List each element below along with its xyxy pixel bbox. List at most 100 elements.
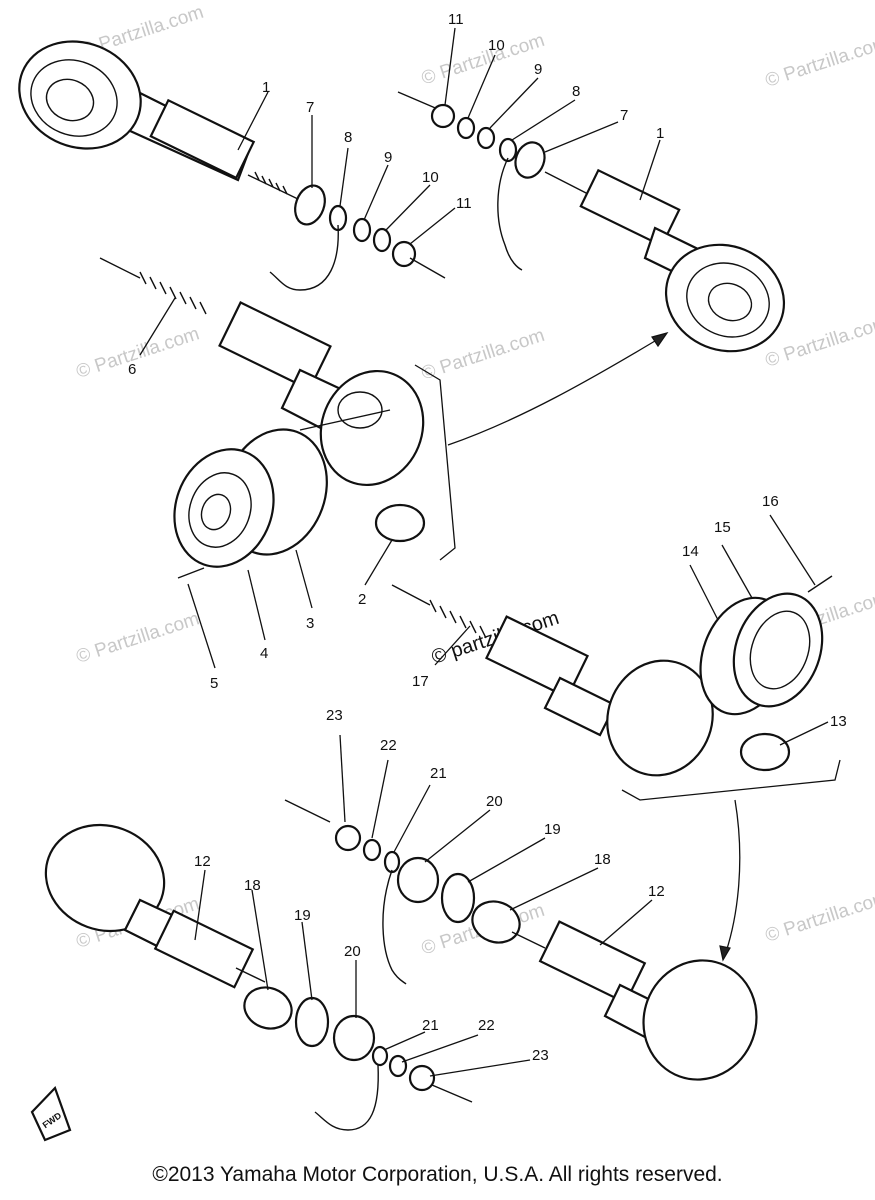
washer-8 bbox=[498, 137, 518, 163]
leader-19-left bbox=[301, 921, 313, 1001]
bulb-socket bbox=[337, 391, 383, 429]
leader-1-right bbox=[639, 139, 661, 201]
leader-21-top bbox=[393, 784, 431, 853]
nut-23 bbox=[334, 824, 362, 852]
grommet-19 bbox=[440, 872, 476, 924]
callout-4: 4 bbox=[260, 645, 268, 662]
leader-10-left bbox=[385, 184, 431, 231]
bulb-2 bbox=[374, 503, 426, 543]
callout-11: 11 bbox=[456, 195, 472, 212]
callout-18: 18 bbox=[244, 877, 261, 894]
group-bracket bbox=[621, 759, 841, 801]
wire-end bbox=[397, 91, 441, 111]
leader-10-right bbox=[467, 54, 496, 119]
callout-19: 19 bbox=[294, 907, 311, 924]
nut-11 bbox=[430, 103, 456, 129]
leader-17 bbox=[434, 625, 471, 666]
washer-22 bbox=[388, 1054, 408, 1078]
callout-13: 13 bbox=[830, 713, 847, 730]
leader-23-top bbox=[339, 734, 346, 823]
threaded-stud bbox=[235, 967, 266, 983]
signal-lens bbox=[686, 262, 770, 338]
leader-8-left bbox=[339, 147, 349, 207]
washer-22 bbox=[362, 838, 382, 862]
top-right-signal-assembly bbox=[397, 91, 786, 353]
screw-5 bbox=[177, 567, 205, 579]
leader-2 bbox=[364, 539, 393, 586]
leader-19-top bbox=[467, 837, 546, 883]
fwd-arrow-shape bbox=[30, 1085, 72, 1142]
lens-pattern bbox=[45, 78, 95, 122]
wire-end bbox=[431, 1084, 473, 1103]
leader-6 bbox=[139, 297, 176, 356]
wire-lead bbox=[497, 157, 523, 271]
callout-7: 7 bbox=[620, 107, 628, 124]
watermark: © Partzilla.com bbox=[419, 30, 547, 90]
leader-9-left bbox=[363, 164, 389, 221]
signal-body bbox=[485, 615, 589, 699]
callout-15: 15 bbox=[714, 519, 731, 536]
signal-housing bbox=[606, 659, 714, 777]
right-middle-signal bbox=[391, 575, 841, 962]
bulb-13 bbox=[739, 732, 791, 772]
lens-4 bbox=[173, 448, 275, 568]
callout-17: 17 bbox=[412, 673, 429, 690]
signal-lens bbox=[30, 59, 118, 137]
callout-9: 9 bbox=[384, 149, 392, 166]
threaded-stud bbox=[544, 171, 591, 196]
callout-8: 8 bbox=[572, 83, 580, 100]
wire-end bbox=[284, 799, 331, 823]
callout-3: 3 bbox=[306, 615, 314, 632]
signal-lens-housing bbox=[664, 243, 786, 353]
washer-10 bbox=[456, 116, 476, 140]
arrow-head bbox=[651, 331, 669, 348]
callout-12: 12 bbox=[194, 853, 211, 870]
lens-pattern bbox=[707, 282, 753, 322]
callout-5: 5 bbox=[210, 675, 218, 692]
leader-11-left bbox=[409, 207, 456, 245]
leader-18-top bbox=[509, 867, 599, 911]
lens-pattern bbox=[749, 610, 811, 690]
wire-end bbox=[99, 257, 141, 279]
callout-8: 8 bbox=[344, 129, 352, 146]
washer-20 bbox=[396, 856, 440, 904]
callout-22: 22 bbox=[380, 737, 397, 754]
leader-12-right bbox=[599, 899, 653, 946]
washer-9 bbox=[352, 217, 372, 243]
callout-14: 14 bbox=[682, 543, 699, 560]
callout-23: 23 bbox=[532, 1047, 549, 1064]
nut-23 bbox=[408, 1064, 436, 1092]
watermark: © Partzilla.com bbox=[74, 323, 202, 383]
leader-9-right bbox=[489, 77, 539, 129]
leader-18-left bbox=[251, 889, 269, 991]
leader-16 bbox=[769, 514, 816, 586]
leader-1-left bbox=[237, 91, 269, 151]
threaded-stud bbox=[247, 174, 301, 201]
wire-lead bbox=[314, 1064, 379, 1131]
spring-6 bbox=[139, 271, 207, 315]
lens-center bbox=[200, 493, 232, 531]
guide-line bbox=[299, 409, 391, 431]
leader-22-top bbox=[371, 759, 389, 839]
leader-4 bbox=[247, 569, 266, 641]
callout-10: 10 bbox=[422, 169, 439, 186]
washer-10 bbox=[372, 227, 392, 253]
callout-22: 22 bbox=[478, 1017, 495, 1034]
nut-11 bbox=[391, 240, 417, 268]
callout-1: 1 bbox=[656, 125, 664, 142]
watermark: © Partzilla.com bbox=[763, 32, 875, 92]
watermark: © Partzilla.com bbox=[419, 325, 547, 385]
wire-lead bbox=[382, 869, 407, 985]
leader-11-right bbox=[444, 27, 456, 106]
bottom-left-signal bbox=[44, 823, 473, 1131]
leader-22-bottom bbox=[401, 1034, 479, 1063]
signal-housing bbox=[642, 959, 758, 1081]
lens-pattern bbox=[188, 472, 252, 548]
group-bracket bbox=[414, 364, 456, 561]
arrow-head bbox=[719, 945, 731, 962]
leader-7-right bbox=[544, 121, 619, 153]
watermark: © Partzilla.com bbox=[74, 608, 202, 668]
callouts: 1 7 8 9 10 11 11 10 9 8 7 1 6 2 3 4 5 17… bbox=[128, 11, 847, 1064]
callout-21: 21 bbox=[430, 765, 447, 782]
copyright-notice: ©2013 Yamaha Motor Corporation, U.S.A. A… bbox=[152, 1163, 723, 1186]
